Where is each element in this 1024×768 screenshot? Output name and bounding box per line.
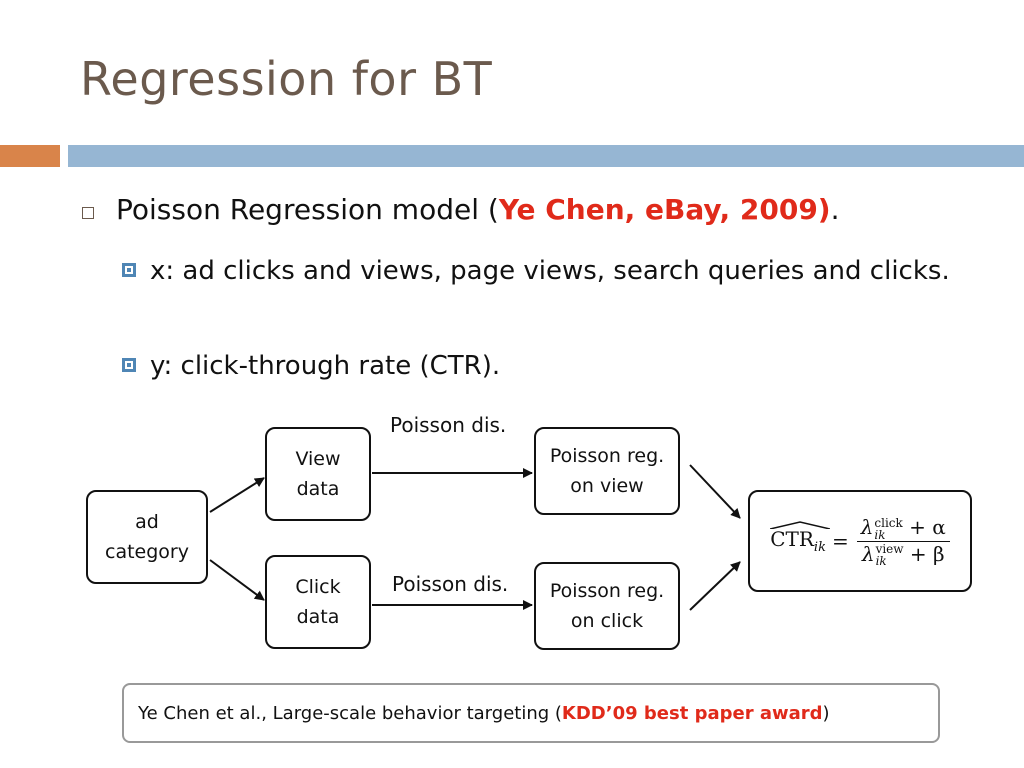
numerator-subscript: ik [874,527,886,542]
accent-bar-blue [68,145,1024,167]
node-click-line2: data [296,606,340,628]
bullet-sub-y-text: y: click-through rate (CTR). [150,351,501,381]
bullet-sub-y: y: click-through rate (CTR). [122,345,500,387]
bullet-sub-x: x: ad clicks and views, page views, sear… [122,250,962,292]
square-bullet-icon [82,207,94,219]
node-view-data: View data [265,427,371,521]
node-click-data: Click data [265,555,371,649]
node-ad-line1: ad [135,511,159,533]
arrow-ad-to-click [209,559,265,601]
node-reg-click-line2: on click [570,610,644,632]
edge-label-top: Poisson dis. [390,413,507,437]
edge-label-bottom: Poisson dis. [392,572,509,596]
bullet-main-citation: Ye Chen, eBay, 2009) [498,193,831,226]
bullet-main-text: Poisson Regression model (Ye Chen, eBay,… [116,193,840,226]
ctr-hat: CTRik [770,521,831,555]
node-click-line1: Click [295,576,341,598]
reference-suffix: ) [822,702,830,724]
node-ad-line2: category [105,541,189,563]
reference-award: KDD’09 best paper award [561,702,823,724]
ctr-symbol: CTR [770,527,814,551]
filled-square-bullet-icon [122,263,136,277]
node-poisson-reg-click: Poisson reg. on click [534,562,680,650]
bullet-main: Poisson Regression model (Ye Chen, eBay,… [82,193,840,226]
bullet-main-suffix: . [830,193,840,226]
node-view-line1: View [295,448,341,470]
numerator-superscript: click [874,515,903,530]
numerator-plus-alpha: + α [909,515,946,539]
denominator-subscript: ik [875,554,887,568]
node-poisson-reg-view: Poisson reg. on view [534,427,680,515]
node-reg-click-line1: Poisson reg. [549,580,665,602]
ctr-subscript: ik [813,540,826,555]
reference-prefix: Ye Chen et al., Large-scale behavior tar… [138,702,562,724]
denominator-plus-beta: + β [909,541,945,566]
reference-box: Ye Chen et al., Large-scale behavior tar… [122,683,940,743]
node-reg-view-line1: Poisson reg. [549,445,665,467]
node-ad-category: ad category [86,490,208,584]
arrow-regclick-to-formula [689,561,741,611]
fraction-bar [856,540,950,542]
accent-bar-orange [0,145,60,167]
arrow-ad-to-view [209,477,265,513]
bullet-sub-x-text: x: ad clicks and views, page views, sear… [150,256,950,286]
lambda-symbol: λ [861,541,875,566]
bullet-main-prefix: Poisson Regression model ( [116,193,499,226]
hat-accent-icon [770,521,831,529]
arrow-regview-to-formula [689,464,741,519]
equals-sign: = [831,529,849,553]
lambda-symbol: λ [860,515,874,539]
node-reg-view-line2: on view [570,475,644,497]
slide-title: Regression for BT [80,52,493,106]
denominator-superscript: view [875,542,904,556]
filled-square-bullet-icon [122,358,136,372]
node-view-line2: data [296,478,340,500]
